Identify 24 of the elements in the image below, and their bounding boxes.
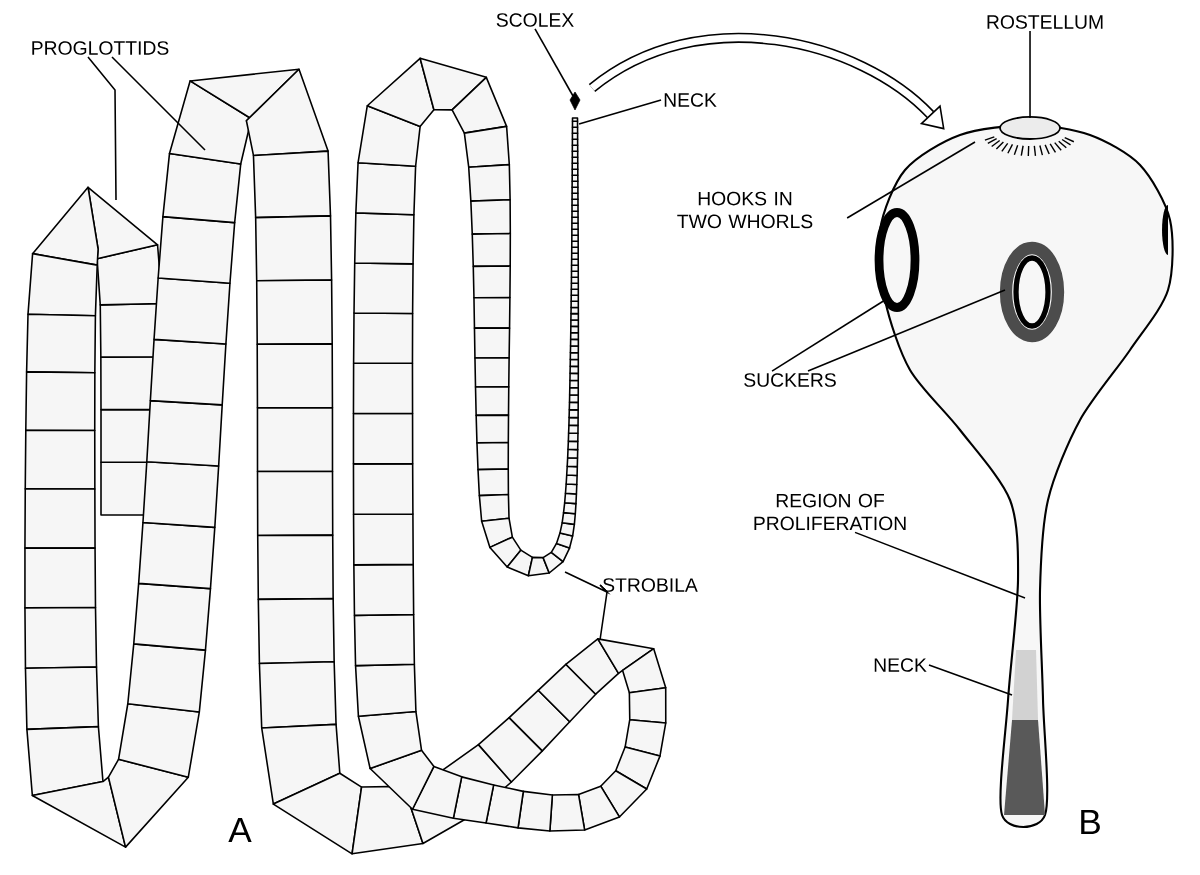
panel-letter: B <box>1081 809 1100 835</box>
leader-line <box>599 584 608 641</box>
panel-letter: A <box>228 817 252 843</box>
leader-line <box>807 289 1006 372</box>
label-text: NECK <box>664 93 717 107</box>
label-text: SCOLEX <box>496 13 574 27</box>
label-text: SUCKERS <box>744 373 836 387</box>
leader-line <box>564 571 611 595</box>
leader-line <box>1029 30 1031 119</box>
leader-line <box>87 56 117 201</box>
label-text: REGION OF PROLIFERATION <box>754 493 906 531</box>
label-text: PROGLOTTIDS <box>32 41 169 55</box>
leader-line <box>578 99 662 125</box>
leader-line <box>771 299 886 372</box>
leader-line <box>854 531 1026 599</box>
label-text: NECK <box>874 658 927 672</box>
leader-line <box>534 28 574 97</box>
leader-line <box>928 664 1013 696</box>
curved-arrow <box>589 32 945 130</box>
leader-line <box>846 141 976 219</box>
label-text: HOOKS IN TWO WHORLS <box>677 191 813 229</box>
leader-line <box>111 56 206 151</box>
label-text: ROSTELLUM <box>987 15 1103 29</box>
label-text: STROBILA <box>603 578 698 592</box>
